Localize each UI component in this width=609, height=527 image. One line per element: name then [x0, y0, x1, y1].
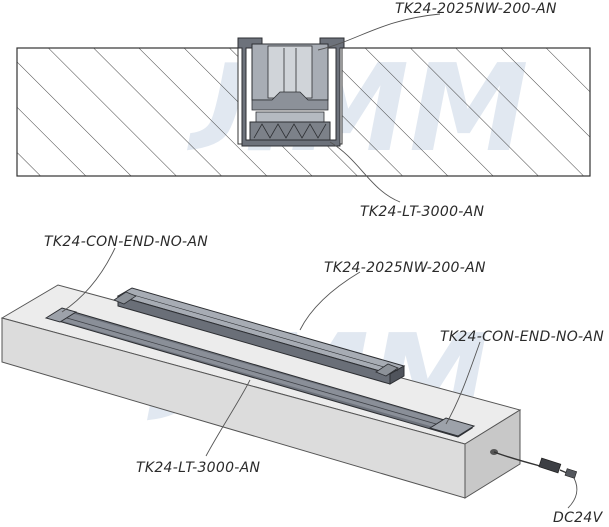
profile-section: [237, 37, 345, 147]
iso-end-cap-right: [428, 417, 476, 437]
leader-power: [567, 477, 578, 509]
label-section-profile: TK24-2025NW-200-AN: [395, 1, 557, 17]
iso-profile: [113, 287, 406, 385]
iso-end-cap-left: [44, 307, 78, 323]
label-power: DC24V: [553, 510, 604, 526]
leader-section-profile: [317, 13, 441, 51]
power-cable: [490, 449, 578, 479]
leader-end-cap-right: [445, 341, 481, 425]
leader-section-strip: [329, 141, 401, 203]
label-iso-strip: TK24-LT-3000-AN: [136, 460, 261, 476]
led-strip-section: [249, 121, 331, 141]
leader-iso-profile: [299, 271, 361, 331]
label-iso-profile: TK24-2025NW-200-AN: [324, 260, 486, 276]
cross-section: TK24-2025NW-200-AN TK24-LT-3000-AN: [16, 1, 591, 220]
label-end-cap-right: TK24-CON-END-NO-AN: [440, 329, 604, 345]
label-end-cap-left: TK24-CON-END-NO-AN: [44, 234, 208, 250]
leader-end-cap-left: [61, 247, 116, 313]
isometric-view: TK24-CON-END-NO-AN TK24-2025NW-200-AN TK…: [0, 234, 604, 526]
leader-iso-strip: [205, 379, 251, 457]
label-section-strip: TK24-LT-3000-AN: [360, 204, 485, 220]
